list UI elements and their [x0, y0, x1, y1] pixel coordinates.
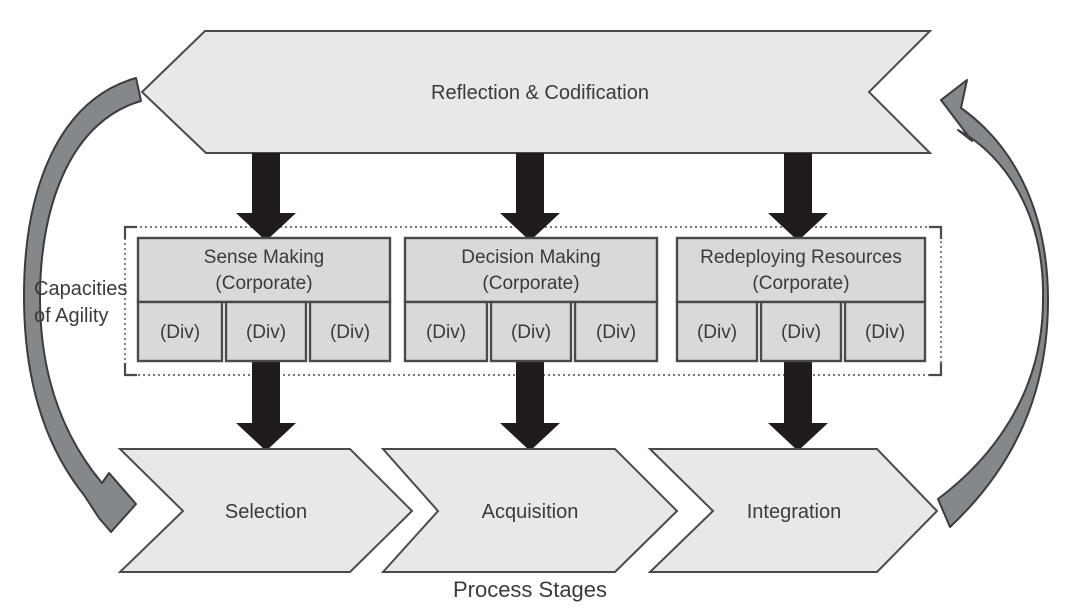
capacities-label-line2: of Agility [34, 305, 108, 327]
reflection-banner-label: Reflection & Codification [431, 82, 649, 104]
down-arrow-decision-making-to-acquisition [500, 358, 560, 451]
division-label: (Div) [865, 322, 905, 343]
stage-chevron-integration [647, 448, 939, 573]
division-box [759, 300, 843, 363]
stage-chevron-acquisition [380, 448, 679, 573]
division-label: (Div) [697, 322, 737, 343]
down-arrow-sense-making-to-selection [236, 358, 296, 451]
down-arrow-redeploying-to-integration [768, 358, 828, 451]
division-box [136, 300, 224, 363]
stage-chevron-selection [117, 448, 414, 573]
group-header-box [403, 236, 659, 304]
division-label: (Div) [330, 322, 370, 343]
capacities-label-line1: Capacities [34, 278, 127, 300]
division-box [224, 300, 308, 363]
division-box [573, 300, 659, 363]
panel-corner-bottom-right [929, 363, 943, 377]
division-label: (Div) [426, 322, 466, 343]
group-title: Redeploying Resources [700, 247, 902, 268]
group-subtitle: (Corporate) [215, 273, 312, 294]
stage-label-selection: Selection [225, 501, 307, 523]
division-box [489, 300, 573, 363]
division-label: (Div) [246, 322, 286, 343]
division-box [403, 300, 489, 363]
division-box [675, 300, 759, 363]
reflection-banner [140, 30, 933, 154]
division-label: (Div) [511, 322, 551, 343]
division-label: (Div) [781, 322, 821, 343]
division-label: (Div) [160, 322, 200, 343]
capacity-group-sense-making: Sense Making (Corporate) (Div) (Div) (Di… [136, 236, 392, 363]
capacity-group-redeploying-resources: Redeploying Resources (Corporate) (Div) … [675, 236, 927, 363]
group-subtitle: (Corporate) [752, 273, 849, 294]
down-arrow-banner-to-decision-making [500, 153, 560, 241]
group-header-box [136, 236, 392, 304]
capacity-group-decision-making: Decision Making (Corporate) (Div) (Div) … [403, 236, 659, 363]
group-subtitle: (Corporate) [482, 273, 579, 294]
down-arrow-banner-to-sense-making [236, 153, 296, 241]
stage-label-acquisition: Acquisition [482, 501, 579, 523]
right-loop-arrow [937, 79, 1049, 528]
division-label: (Div) [596, 322, 636, 343]
left-loop-arrow [23, 77, 142, 533]
group-title: Sense Making [204, 247, 324, 268]
division-box [308, 300, 392, 363]
stage-label-integration: Integration [747, 501, 842, 523]
group-header-box [675, 236, 927, 304]
panel-corner-top-right [929, 225, 943, 239]
down-arrow-banner-to-redeploying [768, 153, 828, 241]
panel-corner-top-left [123, 225, 137, 239]
panel-corner-bottom-left [123, 363, 137, 377]
process-stages-caption: Process Stages [453, 577, 607, 602]
group-title: Decision Making [461, 247, 600, 268]
division-box [843, 300, 927, 363]
